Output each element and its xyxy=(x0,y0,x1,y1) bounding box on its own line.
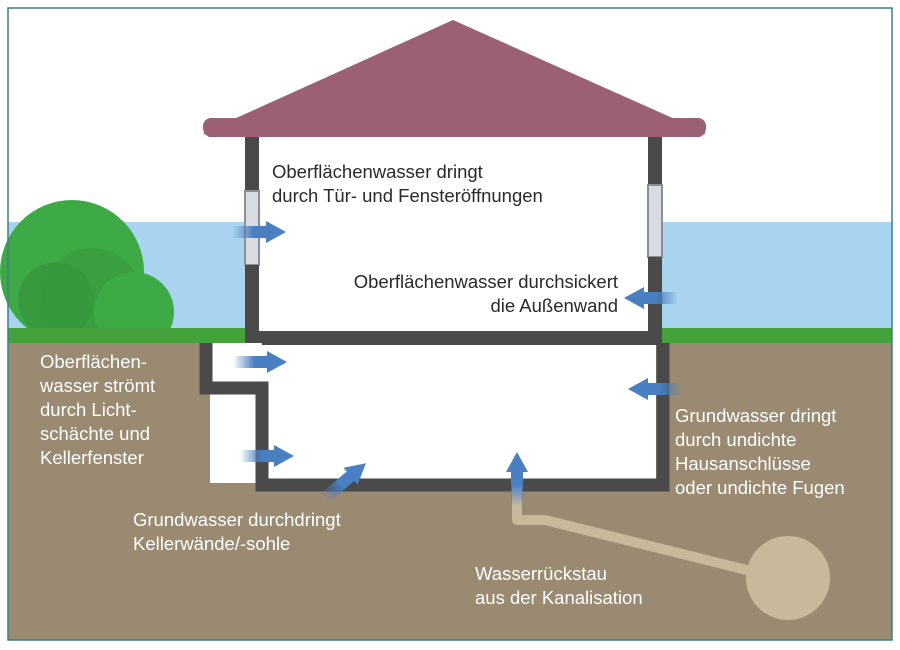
label-line: Hausanschlüsse xyxy=(675,453,811,474)
right-wall-upper xyxy=(648,133,662,185)
arrow-icon xyxy=(233,351,287,373)
bush-icon xyxy=(0,200,174,352)
basement-wall xyxy=(199,343,670,492)
label-line: durch Tür- und Fensteröffnungen xyxy=(272,185,543,206)
arrow-icon xyxy=(624,287,678,309)
label-line: Grundwasser durchdringt xyxy=(133,509,341,530)
label-line: Kellerfenster xyxy=(40,447,144,468)
label-door-window: Oberflächenwasser dringt durch Tür- und … xyxy=(272,160,543,208)
arrow-icon xyxy=(320,463,366,503)
label-line: die Außenwand xyxy=(490,295,618,316)
label-line: Wasserrückstau xyxy=(475,563,607,584)
label-line: Grundwasser dringt xyxy=(675,405,837,426)
label-line: aus der Kanalisation xyxy=(475,587,643,608)
label-line: Oberflächenwasser dringt xyxy=(272,161,483,182)
left-wall-lower xyxy=(245,265,259,343)
roof-eave xyxy=(203,118,706,136)
arrow-icon xyxy=(232,221,286,243)
label-line: durch undichte xyxy=(675,429,797,450)
label-line: oder undichte Fugen xyxy=(675,477,845,498)
label-sewer-backflow: Wasserrückstau aus der Kanalisation xyxy=(475,562,643,610)
label-line: schächte und xyxy=(40,423,151,444)
right-window xyxy=(647,184,663,258)
label-line: Oberflächenwasser durchsickert xyxy=(353,271,618,292)
frame xyxy=(7,7,893,641)
arrow-icon xyxy=(240,445,294,467)
floor-slab xyxy=(245,331,662,345)
arrow-icon xyxy=(628,378,682,400)
label-line: durch Licht- xyxy=(40,399,137,420)
house-interior xyxy=(250,133,656,343)
left-wall-upper xyxy=(245,133,259,191)
label-basement-walls: Grundwasser durchdringt Kellerwände/-soh… xyxy=(133,508,341,556)
label-line: Kellerwände/-sohle xyxy=(133,533,291,554)
label-line: Oberflächen- xyxy=(40,351,147,372)
label-house-connections: Grundwasser dringt durch undichte Hausan… xyxy=(675,404,845,500)
label-light-shafts: Oberflächen- wasser strömt durch Licht- … xyxy=(40,350,155,470)
arrow-icon xyxy=(506,452,528,506)
roof xyxy=(203,20,706,137)
label-outer-wall: Oberflächenwasser durchsickert die Außen… xyxy=(290,270,618,318)
label-line: wasser strömt xyxy=(40,375,156,396)
